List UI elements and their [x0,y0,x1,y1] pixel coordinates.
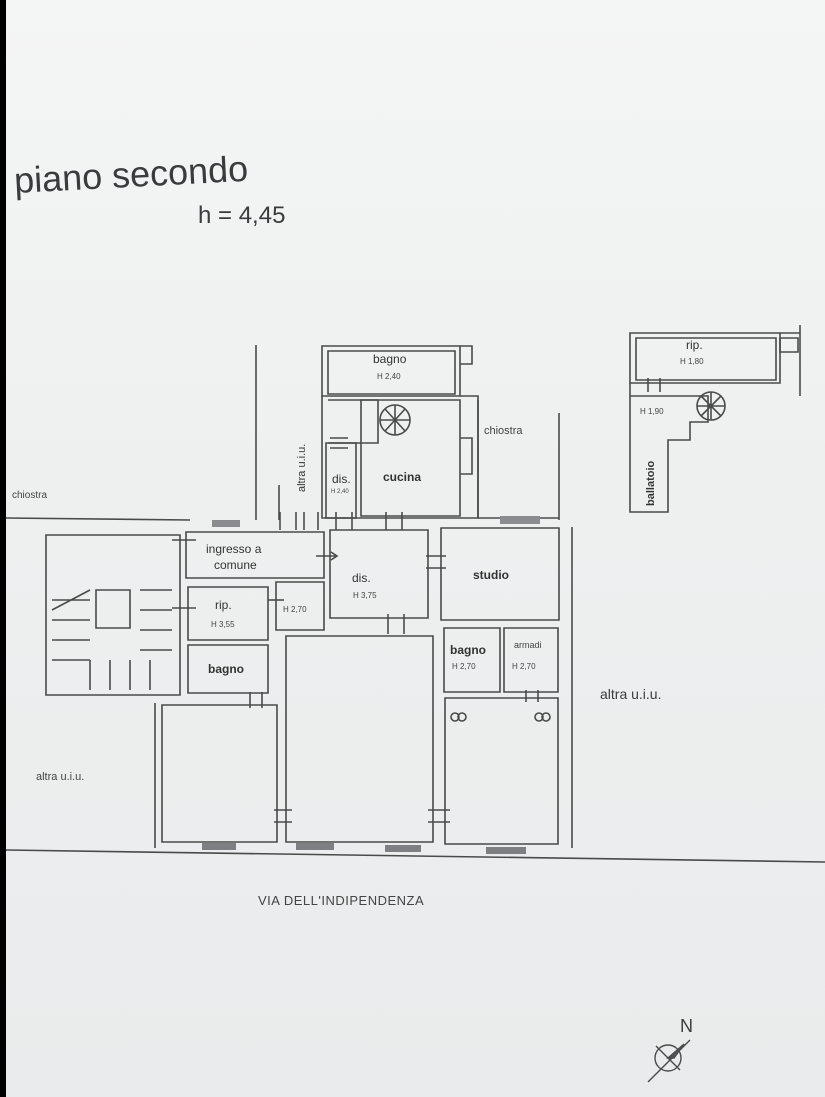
bagno-left-outline [188,645,268,693]
altra-uiu-vertical-label: altra u.i.u. [296,443,308,492]
room-studio-name: studio [473,568,509,582]
room-lower-centre [286,636,433,842]
room-rip-top-right-name: rip. [686,338,703,352]
room-cucina-name: cucina [383,470,422,484]
chiostra-left-label: chiostra [12,490,48,501]
room-rip-top-right-height: H 1,80 [680,357,704,366]
room-bagno-top-name: bagno [373,352,407,366]
room-ingresso-line1: ingresso a [206,542,262,556]
floor-height: h = 4,45 [198,202,286,229]
room-dis-main-name: dis. [352,571,371,585]
room-dis-small-name: dis. [332,472,351,486]
room-bagno-right-height: H 2,70 [452,662,476,671]
ballatoio-outline [630,383,708,512]
room-armadi-height: H 2,70 [512,662,536,671]
chiostra-mid-label: chiostra [484,425,523,437]
rip-top-right-outline [630,333,780,383]
ingresso-outline [186,532,324,578]
corridor-outline [276,582,324,630]
street-label: VIA DELL'INDIPENDENZA [258,893,425,908]
chiostra-boundary [6,518,190,520]
armadi-outline [504,628,558,692]
room-ingresso-line2: comune [214,558,257,572]
plan-sheet [6,0,825,1097]
room-bagno-left-name: bagno [208,662,244,676]
studio-outline [441,528,559,620]
altra-uiu-right-label: altra u.i.u. [600,686,662,702]
north-label: N [680,1016,693,1036]
staircase-block [46,535,180,695]
bagno-top-inner [328,351,455,394]
room-armadi-name: armadi [514,640,542,650]
street-line [6,850,825,862]
north-arrow-icon [648,1040,690,1082]
room-rip-left-name: rip. [215,598,232,612]
cucina-inner [361,400,460,516]
stair-landing [328,400,378,443]
corridor-height: H 2,70 [283,605,307,614]
room-rip-left-height: H 3,55 [211,620,235,629]
room-dis-small-height: H 2,40 [331,489,349,495]
room-lower-left [162,705,277,842]
ballatoio-label: ballatoio [645,460,657,506]
room-lower-right [445,698,558,844]
room-bagno-top-height: H 2,40 [377,372,401,381]
ballatoio-height: H 1,90 [640,407,664,416]
bagno-top-outline [322,346,460,396]
rip-left-outline [188,587,268,640]
bagno-right-outline [444,628,500,692]
altra-uiu-left-label: altra u.i.u. [36,771,85,783]
room-dis-main-height: H 3,75 [353,591,377,600]
dis-main-outline [330,530,428,618]
room-bagno-right-name: bagno [450,643,486,657]
